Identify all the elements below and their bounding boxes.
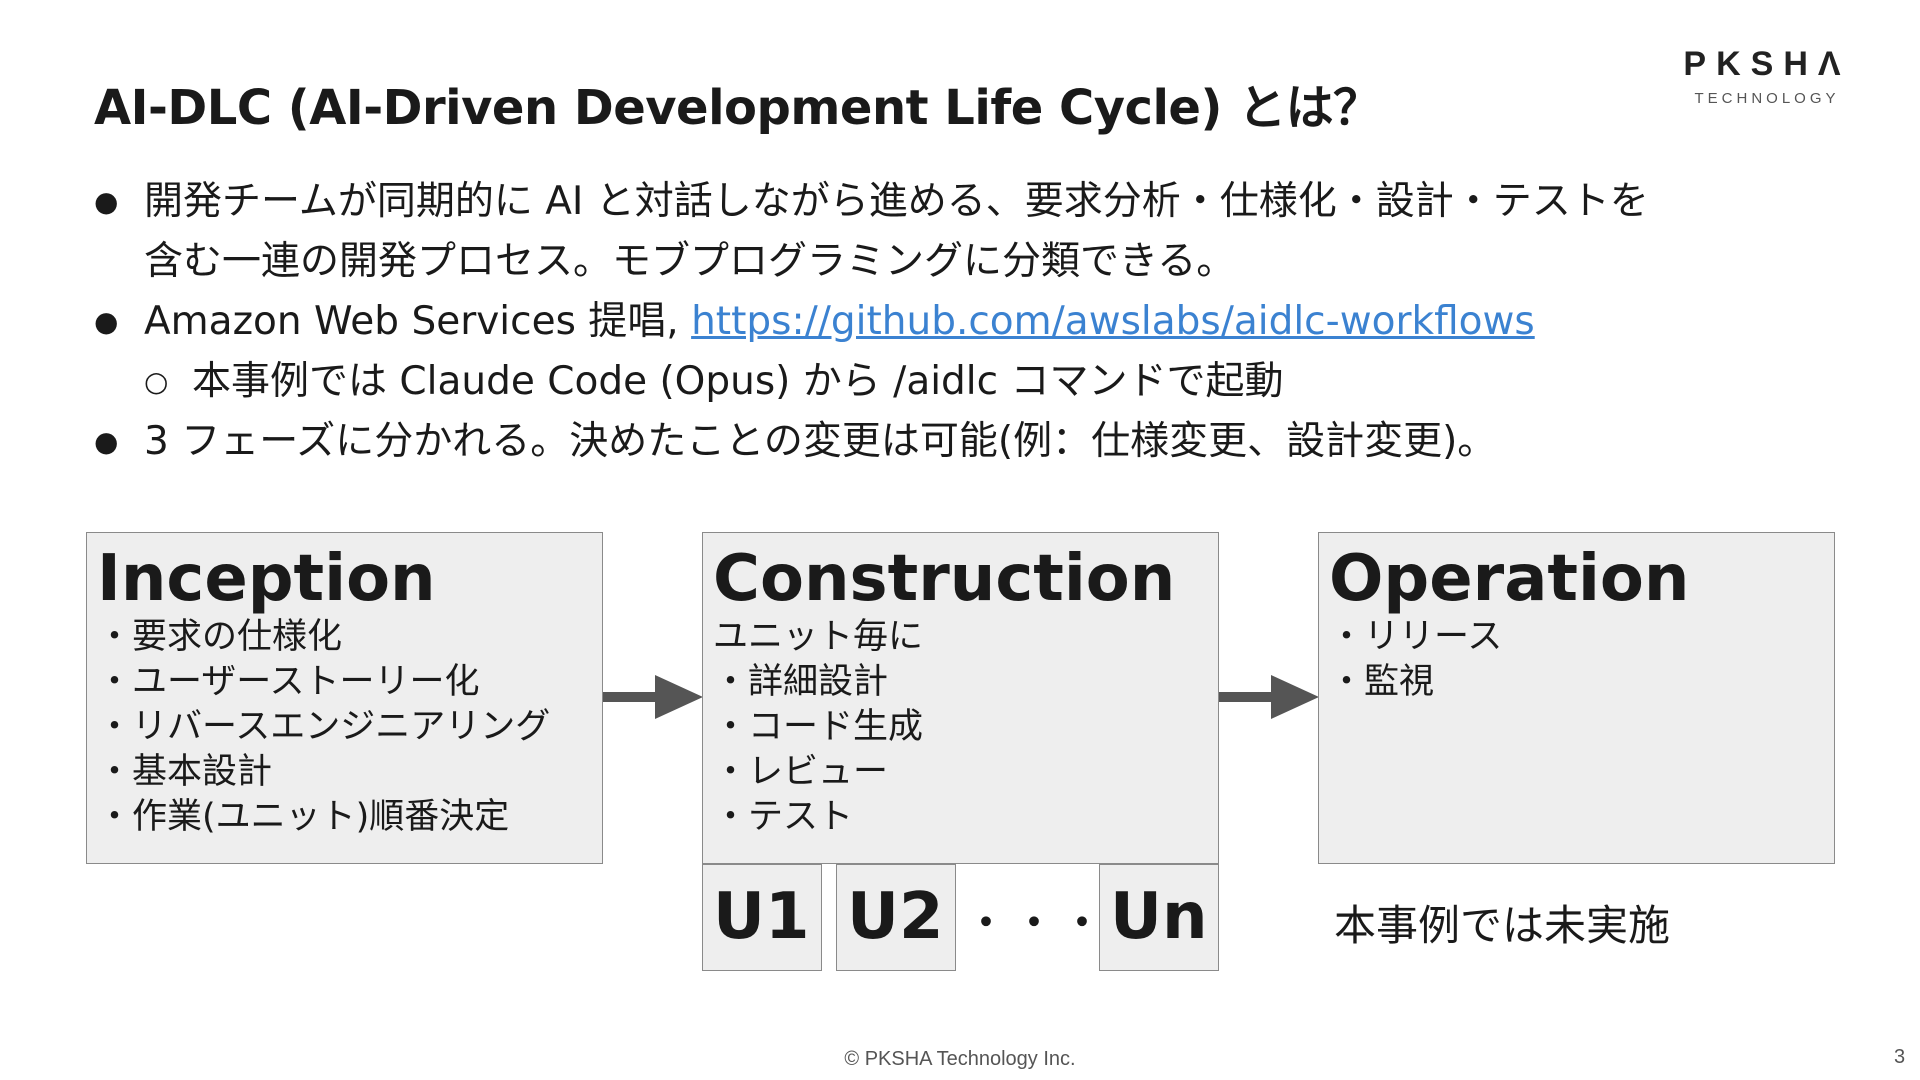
construction-item: ・レビュー	[713, 752, 889, 792]
inception-item-list: ・要求の仕様化 ・ユーザーストーリー化 ・リバースエンジニアリング ・基本設計 …	[97, 615, 592, 840]
bullet-item-source: ● Amazon Web Services 提唱, https://github…	[94, 292, 1814, 352]
bullet-marker: ●	[94, 305, 119, 338]
unit-box-u2: U2	[836, 864, 956, 971]
construction-phase-box: Construction ユニット毎に ・詳細設計 ・コード生成 ・レビュー ・…	[702, 532, 1219, 864]
operation-phase-box: Operation ・リリース ・監視	[1318, 532, 1835, 864]
page-number: 3	[1894, 1046, 1906, 1068]
bullet-text-line: 含む一連の開発プロセス。モブプログラミングに分類できる。	[144, 239, 1236, 284]
construction-item: ・詳細設計	[713, 662, 889, 702]
inception-item: ・リバースエンジニアリング	[97, 707, 551, 747]
construction-item: ・テスト	[713, 797, 854, 837]
bullet-item-definition: ● 開発チームが同期的に AI と対話しながら進める、要求分析・仕様化・設計・テ…	[94, 172, 1814, 292]
bullet-text: Amazon Web Services 提唱,	[144, 299, 692, 344]
operation-item: ・リリース	[1329, 617, 1503, 657]
construction-item-list: ・詳細設計 ・コード生成 ・レビュー ・テスト	[713, 660, 1208, 840]
operation-title: Operation	[1329, 542, 1690, 616]
inception-phase-box: Inception ・要求の仕様化 ・ユーザーストーリー化 ・リバースエンジニア…	[86, 532, 603, 864]
not-implemented-note: 本事例では未実施	[1334, 901, 1671, 950]
operation-item-list: ・リリース ・監視	[1329, 615, 1824, 705]
bullet-marker: ●	[94, 425, 119, 458]
bullet-text-line: 開発チームが同期的に AI と対話しながら進める、要求分析・仕様化・設計・テスト…	[144, 179, 1649, 224]
logo-subtitle: TECHNOLOGY	[1694, 90, 1840, 107]
inception-item: ・要求の仕様化	[97, 617, 343, 657]
arrow-right-icon	[603, 675, 703, 719]
footer-copyright: © PKSHA Technology Inc.	[844, 1048, 1076, 1070]
bullet-marker: ●	[94, 185, 119, 218]
bullet-list: ● 開発チームが同期的に AI と対話しながら進める、要求分析・仕様化・設計・テ…	[94, 172, 1814, 472]
bullet-item-phases: ● 3 フェーズに分かれる。決めたことの変更は可能(例：仕様変更、設計変更)。	[94, 412, 1814, 472]
github-link[interactable]: https://github.com/awslabs/aidlc-workflo…	[691, 299, 1535, 344]
operation-item: ・監視	[1329, 662, 1435, 702]
slide-title: AI-DLC (AI-Driven Development Life Cycle…	[94, 80, 1381, 136]
inception-title: Inception	[97, 542, 436, 616]
construction-item: ・コード生成	[713, 707, 924, 747]
bullet-text: 3 フェーズに分かれる。決めたことの変更は可能(例：仕様変更、設計変更)。	[144, 419, 1497, 464]
sub-bullet-item: ○ 本事例では Claude Code (Opus) から /aidlc コマン…	[94, 352, 1814, 412]
construction-subtitle: ユニット毎に	[713, 617, 924, 657]
unit-ellipsis: ・・・	[966, 900, 1110, 946]
inception-item: ・作業(ユニット)順番決定	[97, 797, 510, 837]
inception-item: ・基本設計	[97, 752, 273, 792]
logo-wordmark: PKSHΛ	[1683, 45, 1851, 83]
inception-item: ・ユーザーストーリー化	[97, 662, 480, 702]
sub-bullet-marker: ○	[144, 365, 169, 398]
unit-box-un: Un	[1099, 864, 1219, 971]
company-logo: PKSHΛ TECHNOLOGY	[1672, 44, 1862, 107]
arrow-right-icon	[1219, 675, 1319, 719]
unit-box-u1: U1	[702, 864, 822, 971]
sub-bullet-text: 本事例では Claude Code (Opus) から /aidlc コマンドで…	[192, 359, 1284, 404]
construction-title: Construction	[713, 542, 1176, 616]
